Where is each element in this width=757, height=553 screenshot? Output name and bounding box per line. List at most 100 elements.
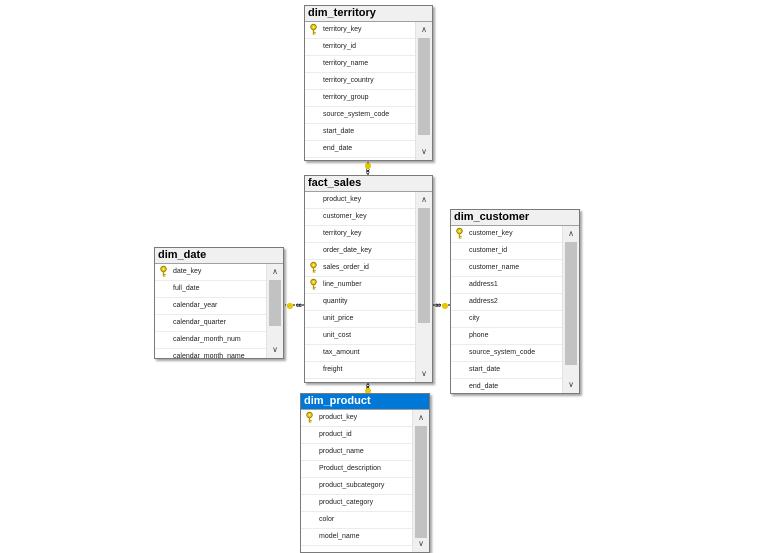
scrollbar-thumb[interactable] [418, 38, 430, 136]
column-row[interactable]: order_date_key [305, 243, 415, 260]
scrollbar-thumb[interactable] [565, 242, 577, 366]
column-row[interactable]: date_key [155, 264, 266, 281]
vertical-scrollbar[interactable]: ∧∨ [412, 410, 429, 552]
column-row[interactable]: product_key [301, 410, 412, 427]
column-name: calendar_quarter [173, 319, 226, 326]
key-end-icon: ● [365, 161, 372, 170]
column-name: calendar_year [173, 302, 218, 309]
table-title[interactable]: dim_customer [451, 210, 579, 226]
column-row[interactable]: start_date [305, 124, 415, 141]
vertical-scrollbar[interactable]: ∧∨ [562, 226, 579, 393]
column-row[interactable]: model_name [301, 529, 412, 546]
key-end-icon: ● [365, 386, 372, 395]
column-row[interactable]: product_category [301, 495, 412, 512]
column-row[interactable]: product_subcategory [301, 478, 412, 495]
vertical-scrollbar[interactable]: ∧∨ [266, 264, 283, 358]
column-row[interactable]: territory_key [305, 22, 415, 39]
chevron-up-icon[interactable]: ∧ [421, 25, 427, 34]
column-row[interactable]: line_number [305, 277, 415, 294]
chevron-down-icon[interactable]: ∨ [421, 369, 427, 378]
column-name: calendar_month_name [173, 353, 245, 358]
column-row[interactable]: unit_price [305, 311, 415, 328]
relationship-fact-sales-to-dim-customer[interactable]: ∞● [433, 301, 450, 311]
column-row[interactable]: customer_key [451, 226, 562, 243]
column-row[interactable]: unit_cost [305, 328, 415, 345]
scrollbar-thumb[interactable] [418, 208, 430, 324]
column-row[interactable]: customer_id [451, 243, 562, 260]
column-row[interactable]: end_date [451, 379, 562, 393]
column-row[interactable]: calendar_month_num [155, 332, 266, 349]
column-row[interactable]: full_date [155, 281, 266, 298]
infinity-icon: ∞ [434, 301, 442, 311]
column-row[interactable]: customer_name [451, 260, 562, 277]
scrollbar-thumb[interactable] [269, 280, 281, 327]
relationship-fact-sales-to-dim-product[interactable]: ∞● [362, 383, 372, 395]
column-name: model_name [319, 533, 360, 540]
column-row[interactable]: calendar_year [155, 298, 266, 315]
relationship-fact-sales-to-dim-territory[interactable]: ∞● [362, 161, 372, 175]
column-row[interactable]: sales_order_id [305, 260, 415, 277]
column-name: source_system_code [469, 349, 536, 356]
table-title[interactable]: dim_date [155, 248, 283, 264]
column-row[interactable]: calendar_quarter [155, 315, 266, 332]
vertical-scrollbar[interactable]: ∧∨ [415, 22, 432, 160]
column-name: end_date [469, 383, 499, 390]
column-row[interactable]: extended_sales [305, 379, 415, 382]
relationship-fact-sales-to-dim-date[interactable]: ∞● [285, 301, 304, 311]
column-row[interactable]: is_current [305, 158, 415, 160]
table-title[interactable]: fact_sales [305, 176, 432, 192]
column-row[interactable]: end_date [305, 141, 415, 158]
column-row[interactable]: freight [305, 362, 415, 379]
column-row[interactable]: city [451, 311, 562, 328]
column-row[interactable]: product_key [305, 192, 415, 209]
column-row[interactable]: Product_description [301, 461, 412, 478]
table-title[interactable]: dim_product [301, 394, 429, 410]
chevron-up-icon[interactable]: ∧ [421, 195, 427, 204]
column-row[interactable]: product_id [301, 427, 412, 444]
column-row[interactable]: product_name [301, 444, 412, 461]
column-row[interactable]: customer_key [305, 209, 415, 226]
column-row[interactable]: territory_key [305, 226, 415, 243]
chevron-down-icon[interactable]: ∨ [418, 539, 424, 548]
column-row[interactable]: territory_country [305, 73, 415, 90]
column-row[interactable]: calendar_month_name [155, 349, 266, 358]
column-row[interactable]: address2 [451, 294, 562, 311]
column-name: product_subcategory [319, 482, 385, 489]
column-name: product_id [319, 431, 352, 438]
column-row[interactable]: quantity [305, 294, 415, 311]
column-row[interactable]: color [301, 512, 412, 529]
column-name: territory_id [323, 43, 357, 50]
scrollbar-thumb[interactable] [415, 426, 427, 538]
column-row[interactable]: territory_name [305, 56, 415, 73]
vertical-scrollbar[interactable]: ∧∨ [415, 192, 432, 382]
column-row[interactable]: phone [451, 328, 562, 345]
chevron-down-icon[interactable]: ∨ [272, 345, 278, 354]
chevron-down-icon[interactable]: ∨ [421, 147, 427, 156]
column-row[interactable]: territory_id [305, 39, 415, 56]
chevron-up-icon[interactable]: ∧ [418, 413, 424, 422]
column-row[interactable]: address1 [451, 277, 562, 294]
column-name: territory_group [323, 94, 369, 101]
chevron-up-icon[interactable]: ∧ [272, 267, 278, 276]
column-name: order_date_key [323, 247, 372, 254]
infinity-icon: ∞ [362, 383, 372, 391]
column-name: territory_country [323, 77, 374, 84]
column-name: address1 [469, 281, 498, 288]
chevron-down-icon[interactable]: ∨ [568, 380, 574, 389]
column-row[interactable]: source_system_code [451, 345, 562, 362]
column-row[interactable]: territory_group [305, 90, 415, 107]
chevron-up-icon[interactable]: ∧ [568, 229, 574, 238]
column-name: customer_id [469, 247, 508, 254]
table-title[interactable]: dim_territory [305, 6, 432, 22]
column-row[interactable]: start_date [451, 362, 562, 379]
column-row[interactable]: source_system_code [305, 107, 415, 124]
column-name: freight [323, 366, 343, 373]
column-name: territory_key [323, 26, 362, 33]
column-row[interactable]: tax_amount [305, 345, 415, 362]
